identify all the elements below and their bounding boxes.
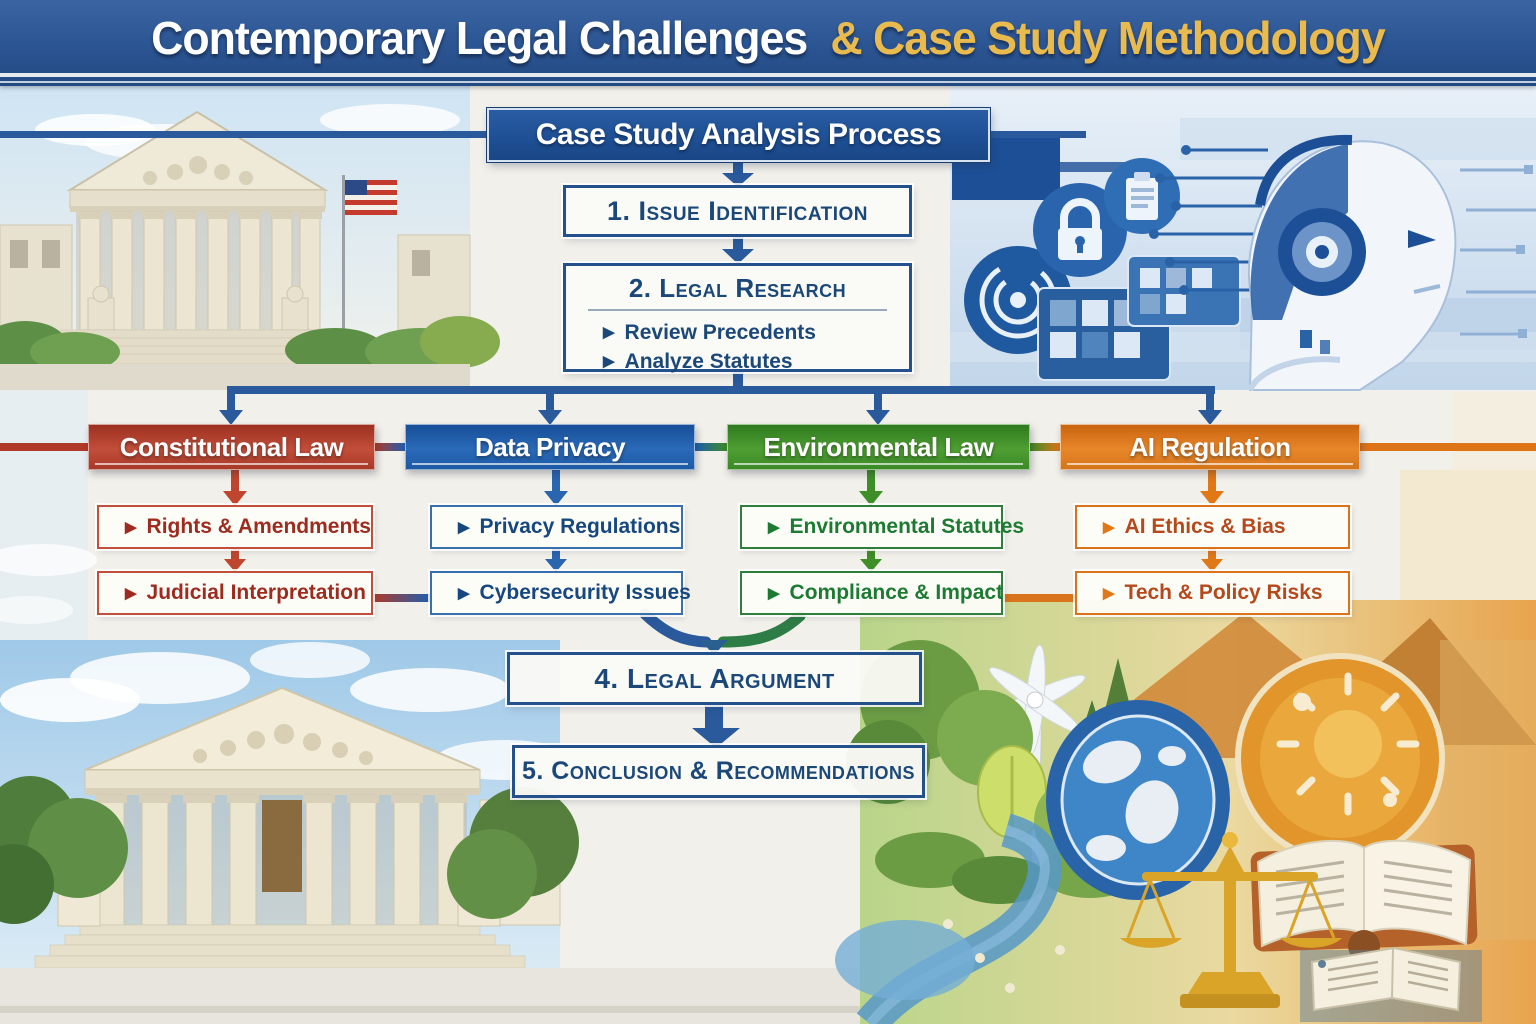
title-part-gold: & Case Study Methodology <box>830 12 1385 64</box>
step2-bullet-review-precedents: ▶Review Precedents <box>566 318 909 347</box>
title-part-white: Contemporary Legal Challenges <box>151 12 808 64</box>
step1-issue-identification-box: 1. Issue Identification <box>563 185 912 237</box>
right-warm-band <box>1400 392 1536 602</box>
left-sky-band <box>0 390 97 640</box>
triangle-bullet-icon: ▶ <box>1103 519 1115 536</box>
item-environmental-statutes: ▶Environmental Statutes <box>740 505 1024 549</box>
step5-conclusion-recommendations-box: 5. Conclusion & Recommendations <box>512 745 925 798</box>
divider <box>588 309 887 311</box>
triangle-bullet-icon: ▶ <box>125 585 137 602</box>
step4-legal-argument-box: 4. Legal Argument <box>507 652 922 705</box>
circuit-traces-right <box>1460 165 1536 338</box>
triangle-bullet-icon: ▶ <box>1103 585 1115 602</box>
us-flag-icon <box>342 175 397 337</box>
ai-technology-illustration <box>950 84 1536 392</box>
environment-justice-illustration <box>835 600 1536 1024</box>
item-rights-amendments: ▶Rights & Amendments <box>97 505 373 549</box>
branch-header-constitutional-law: Constitutional Law <box>88 424 375 470</box>
item-cybersecurity-issues: ▶Cybersecurity Issues <box>430 571 691 615</box>
step2-legal-research-box: 2. Legal Research ▶Review Precedents ▶An… <box>563 263 912 373</box>
branch-header-environmental-law: Environmental Law <box>727 424 1030 470</box>
sun-icon <box>1235 653 1445 863</box>
item-ai-ethics-bias: ▶AI Ethics & Bias <box>1075 505 1350 549</box>
triangle-bullet-icon: ▶ <box>603 353 615 370</box>
title-banner: Contemporary Legal Challenges & Case Stu… <box>0 0 1536 86</box>
robot-head-icon <box>1247 134 1457 392</box>
step2-title: 2. Legal Research <box>628 273 847 303</box>
item-judicial-interpretation: ▶Judicial Interpretation <box>97 571 373 615</box>
item-tech-policy-risks: ▶Tech & Policy Risks <box>1075 571 1350 615</box>
padlock-icon <box>1033 183 1127 277</box>
scales-of-justice-icon <box>1120 832 1342 1008</box>
triangle-bullet-icon: ▶ <box>768 519 780 536</box>
river <box>835 813 1062 1024</box>
clipboard-icon <box>1104 158 1180 234</box>
screen-icon <box>1037 255 1241 381</box>
triangle-bullet-icon: ▶ <box>458 585 470 602</box>
globe-icon <box>1046 700 1230 900</box>
branch-header-data-privacy: Data Privacy <box>405 424 695 470</box>
item-compliance-impact: ▶Compliance & Impact <box>740 571 1003 615</box>
triangle-bullet-icon: ▶ <box>768 585 780 602</box>
circuit-traces <box>1149 145 1268 295</box>
supreme-court-building-illustration <box>0 84 500 390</box>
branch-header-ai-regulation: AI Regulation <box>1060 424 1360 470</box>
page-title: Contemporary Legal Challenges & Case Stu… <box>151 11 1386 75</box>
open-book-icon <box>1250 839 1478 962</box>
process-header-box: Case Study Analysis Process <box>487 108 990 162</box>
small-book-icon <box>1300 946 1482 1022</box>
item-privacy-regulations: ▶Privacy Regulations <box>430 505 683 549</box>
courthouse-illustration <box>0 640 880 1024</box>
triangle-bullet-icon: ▶ <box>603 324 615 341</box>
triangle-bullet-icon: ▶ <box>125 519 137 536</box>
step2-bullet-analyze-statutes: ▶Analyze Statutes <box>566 347 909 376</box>
triangle-bullet-icon: ▶ <box>458 519 470 536</box>
